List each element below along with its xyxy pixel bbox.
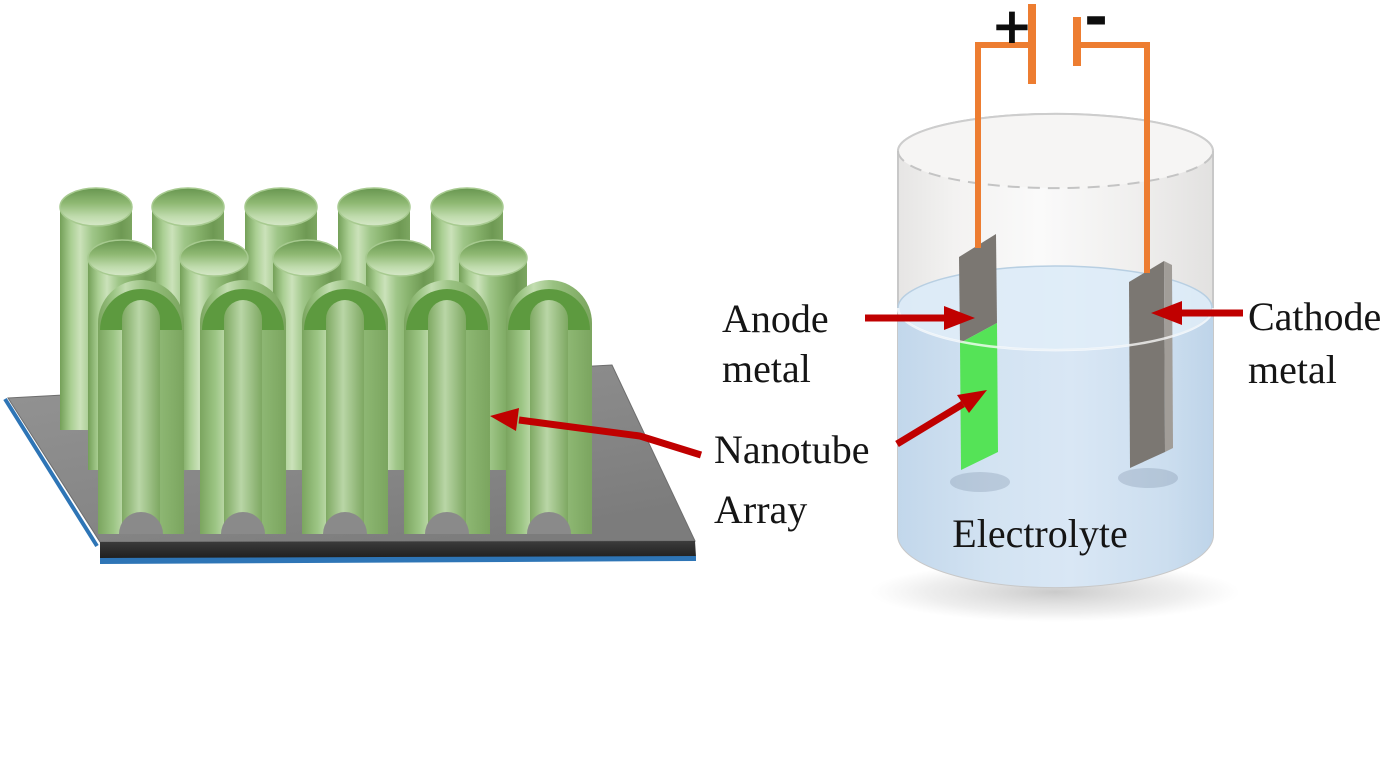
nanotube-array-arrow	[490, 408, 703, 459]
nanotube-cutaway	[302, 280, 388, 534]
nanotube-array-label: Nanotube Array	[714, 427, 870, 532]
electrolyte-label: Electrolyte	[952, 511, 1128, 556]
cathode-metal-label: Cathode metal	[1248, 294, 1382, 392]
anode-metal-label: Anode metal	[722, 296, 829, 391]
beaker-rim-front-arc	[897, 150, 1214, 190]
substrate-blue-edge-bottom	[100, 556, 696, 564]
nanotube-film-arrow	[895, 390, 987, 447]
cathode-metal-plate	[1129, 261, 1165, 468]
substrate-blue-edge-left	[3, 397, 99, 548]
nanotube-cutaway	[98, 280, 184, 534]
nanotube-array-figure	[3, 187, 696, 564]
anode-arrow	[865, 306, 975, 330]
power-circuit	[975, 4, 1150, 273]
beaker-rim-back-arc	[897, 112, 1214, 152]
nanotube-cutaway	[506, 280, 592, 534]
cathode-bottom-shadow	[1118, 468, 1178, 488]
plus-sign: +	[991, 0, 1033, 55]
anodization-cell-figure	[870, 4, 1240, 622]
substrate-front-face	[100, 541, 696, 559]
nanotube-row-front-cutaway	[98, 280, 592, 534]
anode-plate	[959, 234, 998, 470]
anode-wire	[975, 42, 1029, 248]
cathode-arrow	[1151, 301, 1243, 325]
cathode-wire	[1080, 42, 1150, 273]
nanotube-cutaway	[404, 280, 490, 534]
cathode-plate	[1129, 261, 1173, 468]
nanotube-cutaway	[200, 280, 286, 534]
cathode-plate-side	[1164, 261, 1173, 452]
minus-sign: -	[1083, 0, 1109, 51]
surface-highlight-arc	[896, 307, 1215, 352]
annotation-arrows	[490, 301, 1243, 459]
anode-bottom-shadow	[950, 472, 1010, 492]
